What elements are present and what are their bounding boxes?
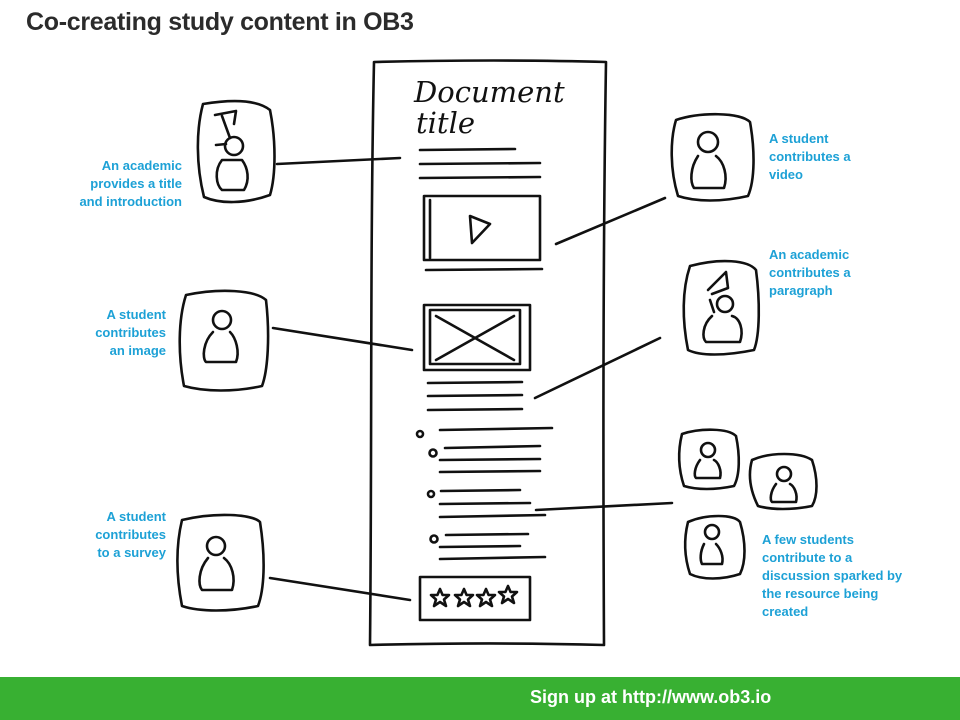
document-title-line-2: title (416, 106, 475, 140)
bullet-icon (428, 448, 438, 458)
student-avatar-icon (176, 513, 265, 612)
annotation-student-image: A student contributes an image (95, 307, 166, 358)
star-icon (429, 587, 451, 608)
academic-avatar-icon (682, 259, 761, 356)
signup-link[interactable]: Sign up at http://www.ob3.io (530, 687, 772, 707)
image-block (422, 303, 532, 372)
academic-avatar-icon (196, 99, 276, 204)
page-title: Co-creating study content in OB3 (26, 8, 414, 36)
annotation-students-discussion: A few students contribute to a discussio… (762, 532, 903, 619)
image-placeholder-icon (434, 314, 516, 362)
connector-student-video (554, 196, 667, 246)
student-avatar-icon (677, 428, 741, 491)
document-outline (368, 59, 608, 647)
star-icon (497, 584, 519, 605)
bullet-icon (426, 489, 436, 499)
student-avatar-icon (748, 452, 818, 511)
student-avatar-icon (683, 514, 746, 580)
connector-student-survey (268, 576, 412, 602)
document-sketch: Document title (176, 59, 818, 647)
connector-discussion (534, 501, 674, 512)
document-title-line-1: Document (413, 75, 565, 109)
connector-academic-title (275, 156, 402, 166)
connector-academic-paragraph (533, 336, 662, 400)
footer-banner: Sign up at http://www.ob3.io (0, 677, 960, 720)
play-icon (468, 214, 492, 245)
discussion-list (415, 426, 554, 561)
star-icon (453, 587, 475, 608)
intro-text-lines (418, 147, 542, 180)
annotation-student-video: A student contributes a video (769, 131, 851, 182)
bullet-icon (415, 429, 425, 439)
annotation-student-survey: A student contributes to a survey (95, 509, 166, 560)
star-icon (475, 587, 497, 608)
annotation-academic-title: An academic provides a title and introdu… (79, 158, 182, 209)
video-block (422, 194, 544, 272)
student-avatar-icon (670, 112, 755, 202)
annotation-academic-paragraph: An academic contributes a paragraph (769, 247, 851, 298)
student-avatar-icon (178, 289, 270, 392)
paragraph-text-lines (426, 380, 524, 412)
survey-block (418, 575, 532, 622)
connector-student-image (271, 326, 414, 352)
bullet-icon (429, 534, 439, 544)
connector-lines (268, 156, 674, 602)
